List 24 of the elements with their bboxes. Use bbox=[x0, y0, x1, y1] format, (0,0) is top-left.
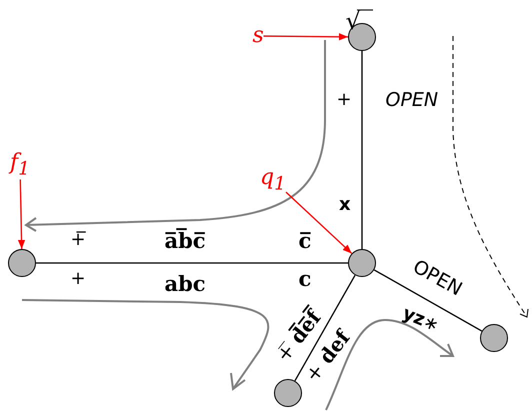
text-label: +̅ bbox=[70, 229, 86, 251]
connector-line bbox=[36, 262, 348, 264]
circle-node bbox=[8, 249, 36, 277]
text-label: c bbox=[298, 266, 312, 291]
math-label: s bbox=[252, 24, 264, 48]
connector-line bbox=[294, 274, 356, 382]
math-label: f$_{1}$ bbox=[10, 150, 30, 180]
arrow bbox=[18, 179, 26, 250]
text-label: OPEN bbox=[386, 88, 438, 112]
circle-node bbox=[274, 379, 302, 407]
text-label: a̅b̅c̅ bbox=[164, 228, 206, 253]
math-label: q$_{1}$ bbox=[260, 166, 286, 194]
arrow bbox=[264, 33, 348, 40]
circle-node bbox=[480, 324, 508, 352]
text-label: x bbox=[339, 194, 351, 216]
text-label: abc bbox=[164, 270, 206, 296]
text-label: + bbox=[70, 268, 86, 290]
connector-line bbox=[374, 269, 482, 332]
arrow bbox=[286, 192, 352, 254]
rotated-label: yz∗ bbox=[398, 302, 442, 337]
text-label: + bbox=[336, 89, 352, 111]
circle-node bbox=[348, 249, 376, 277]
connector-line bbox=[361, 51, 363, 249]
text-label: c̅ bbox=[298, 228, 312, 253]
